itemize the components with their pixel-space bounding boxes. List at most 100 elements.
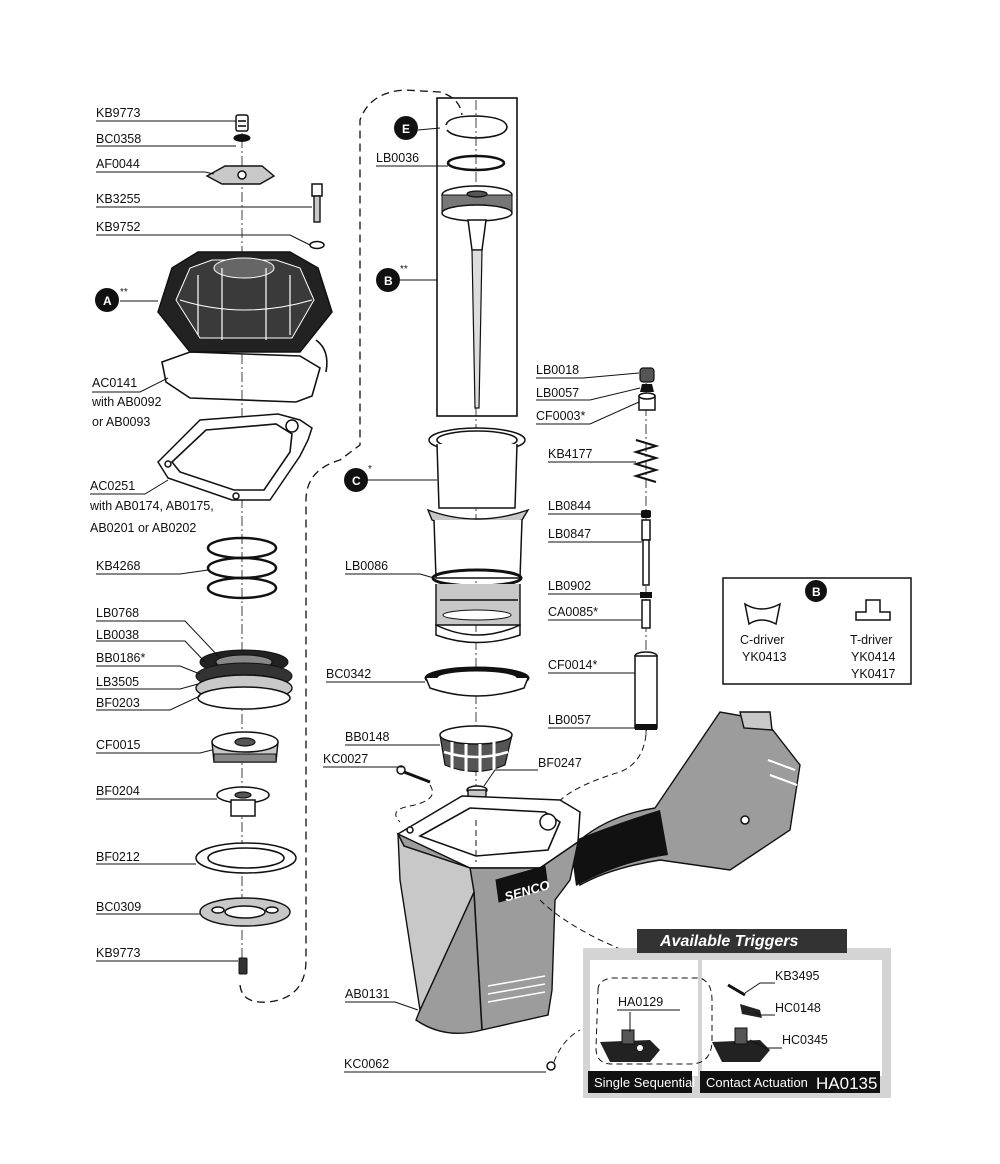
part-ca0085 bbox=[641, 599, 651, 629]
label-lb0057-bottom: LB0057 bbox=[548, 713, 591, 727]
label-ac0251-note2: AB0201 or AB0202 bbox=[90, 521, 196, 535]
caption-contact-actuation: Contact Actuation bbox=[706, 1075, 808, 1090]
c-driver-code: YK0413 bbox=[742, 650, 787, 664]
part-kb9773-bottom bbox=[238, 957, 248, 975]
label-hc0148: HC0148 bbox=[775, 1001, 821, 1015]
label-kb3255: KB3255 bbox=[96, 192, 141, 206]
label-bf0203: BF0203 bbox=[96, 696, 140, 710]
callout-b: B ** bbox=[376, 264, 408, 292]
caption-single-sequential: Single Sequential bbox=[594, 1075, 695, 1090]
c-driver-icon bbox=[743, 602, 782, 626]
label-lb0038: LB0038 bbox=[96, 628, 139, 642]
driver-options-box: B C-driver YK0413 T-driver YK0414 YK0417 bbox=[722, 577, 912, 685]
label-kb3495: KB3495 bbox=[775, 969, 820, 983]
label-ac0141-note1: with AB0092 bbox=[91, 395, 162, 409]
trigger-ha0135-icon bbox=[712, 983, 770, 1062]
label-kb9773-top: KB9773 bbox=[96, 106, 141, 120]
label-ac0141: AC0141 bbox=[92, 376, 137, 390]
label-cf0014: CF0014* bbox=[548, 658, 597, 672]
caption-ha0135: HA0135 bbox=[816, 1074, 877, 1093]
svg-text:B: B bbox=[384, 274, 393, 288]
svg-text:**: ** bbox=[400, 264, 408, 275]
part-piston-driver bbox=[441, 185, 513, 409]
part-ab0131-housing: SENCO bbox=[396, 711, 801, 1035]
part-cylinder-cap bbox=[157, 251, 333, 373]
part-trigger-valve-top bbox=[638, 367, 656, 411]
label-kb9773-bottom: KB9773 bbox=[96, 946, 141, 960]
label-kb4268: KB4268 bbox=[96, 559, 141, 573]
left-column-parts bbox=[157, 114, 333, 975]
label-kc0027: KC0027 bbox=[323, 752, 368, 766]
part-lb0847 bbox=[641, 519, 651, 586]
part-kb4268-spring bbox=[206, 536, 278, 600]
label-lb0057-top: LB0057 bbox=[536, 386, 579, 400]
label-lb0844: LB0844 bbox=[548, 499, 591, 513]
label-ac0251: AC0251 bbox=[90, 479, 135, 493]
label-ac0141-note2: or AB0093 bbox=[92, 415, 150, 429]
part-bf0247 bbox=[466, 785, 488, 801]
label-kc0062: KC0062 bbox=[344, 1057, 389, 1071]
part-kb9773-top bbox=[235, 114, 249, 132]
leader-lines bbox=[90, 120, 642, 1073]
label-bf0247: BF0247 bbox=[538, 756, 582, 770]
label-lb0086: LB0086 bbox=[345, 559, 388, 573]
part-cf0015 bbox=[211, 731, 279, 763]
label-lb0036: LB0036 bbox=[376, 151, 419, 165]
part-ac0251 bbox=[157, 413, 313, 501]
callout-e: E bbox=[394, 116, 418, 140]
label-kb4177: KB4177 bbox=[548, 447, 593, 461]
label-bc0309: BC0309 bbox=[96, 900, 141, 914]
center-column-parts bbox=[395, 97, 647, 870]
label-kb9752: KB9752 bbox=[96, 220, 141, 234]
callout-c: C * bbox=[344, 464, 372, 492]
dashed-assembly-route-left bbox=[239, 89, 463, 1003]
label-bf0212: BF0212 bbox=[96, 850, 140, 864]
label-bb0186: BB0186* bbox=[96, 651, 145, 665]
part-kb9752 bbox=[309, 240, 325, 250]
label-lb3505: LB3505 bbox=[96, 675, 139, 689]
label-hc0345: HC0345 bbox=[782, 1033, 828, 1047]
part-cf0014 bbox=[634, 651, 658, 730]
c-driver-label: C-driver bbox=[740, 633, 784, 647]
svg-text:C: C bbox=[352, 474, 361, 488]
t-driver-icon bbox=[855, 599, 891, 621]
part-ac0141 bbox=[161, 351, 321, 403]
label-cf0015: CF0015 bbox=[96, 738, 141, 752]
right-column-parts bbox=[632, 367, 660, 735]
part-labels: KB9773 BC0358 AF0044 KB3255 KB9752 AC014… bbox=[89, 106, 598, 1071]
label-lb0847: LB0847 bbox=[548, 527, 591, 541]
trigger-ha0129-icon bbox=[600, 1029, 660, 1062]
label-cf0003: CF0003* bbox=[536, 409, 585, 423]
driver-frame bbox=[436, 97, 518, 417]
label-bc0358: BC0358 bbox=[96, 132, 141, 146]
part-bf0212 bbox=[195, 842, 297, 874]
available-triggers-panel: Available Triggers HA0129 KB3495 HC0148 … bbox=[583, 929, 891, 1098]
callout-a: A ** bbox=[95, 287, 128, 312]
label-lb0902: LB0902 bbox=[548, 579, 591, 593]
part-kb3255 bbox=[311, 183, 323, 223]
label-af0044: AF0044 bbox=[96, 157, 140, 171]
svg-text:*: * bbox=[368, 464, 372, 475]
svg-text:E: E bbox=[402, 122, 410, 136]
label-bc0342: BC0342 bbox=[326, 667, 371, 681]
t-driver-code-1: YK0414 bbox=[851, 650, 896, 664]
label-ca0085: CA0085* bbox=[548, 605, 598, 619]
label-bb0148: BB0148 bbox=[345, 730, 390, 744]
part-bc0309 bbox=[199, 897, 291, 927]
part-bc0342 bbox=[424, 666, 530, 697]
part-lb0036 bbox=[446, 154, 506, 172]
label-ab0131: AB0131 bbox=[345, 987, 390, 1001]
part-bf0204 bbox=[216, 786, 270, 817]
part-cylinder bbox=[426, 427, 530, 644]
triggers-title: Available Triggers bbox=[659, 933, 799, 950]
part-bb0148 bbox=[439, 725, 513, 776]
part-kc0027 bbox=[396, 765, 431, 784]
part-kb4177-spring bbox=[632, 439, 660, 483]
part-lb0902 bbox=[640, 592, 652, 598]
t-driver-label: T-driver bbox=[850, 633, 892, 647]
label-lb0768: LB0768 bbox=[96, 606, 139, 620]
t-driver-code-2: YK0417 bbox=[851, 667, 896, 681]
svg-text:A: A bbox=[103, 294, 112, 308]
part-e-ring bbox=[445, 115, 508, 139]
